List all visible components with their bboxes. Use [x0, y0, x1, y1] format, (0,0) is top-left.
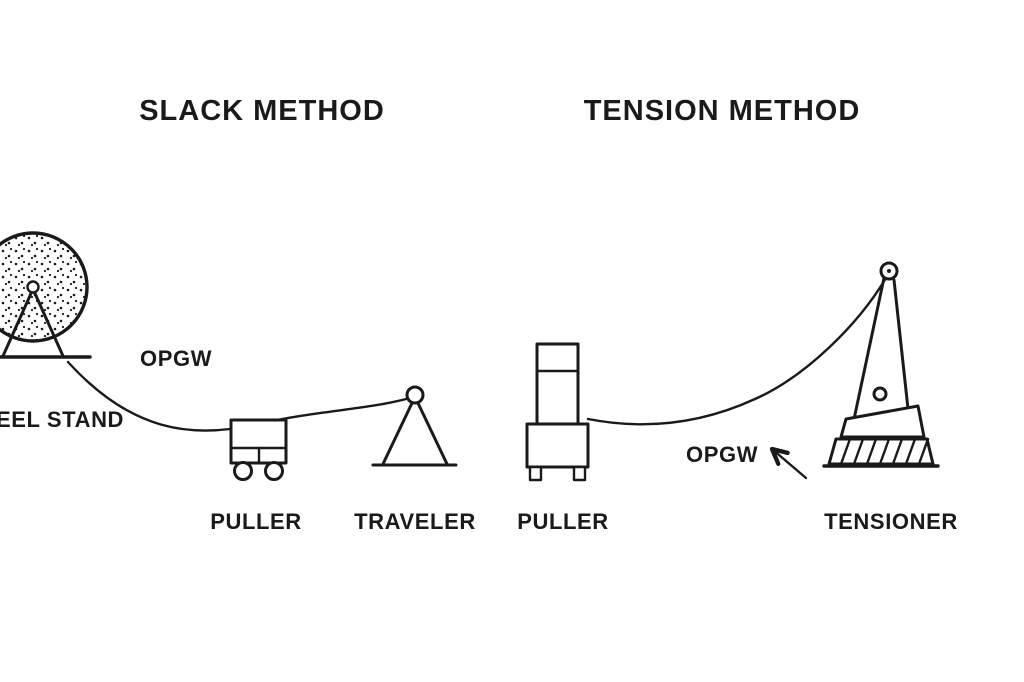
slack-puller-label: PULLER — [210, 509, 302, 534]
puller-foot-right — [572, 465, 587, 482]
reel-stand-figure — [0, 231, 92, 359]
traveler-label: TRAVELER — [354, 509, 476, 534]
reel-stand-label: EEL STAND — [0, 407, 124, 432]
puller-tower — [535, 342, 580, 426]
reel-stand-legs — [1, 287, 65, 358]
puller-wheel-left — [233, 461, 253, 481]
reel-hub — [26, 280, 40, 294]
tension-method-diagram: TENSION METHOD — [517, 95, 958, 534]
tensioner-mid-sheave — [872, 386, 888, 402]
tensioner-body — [839, 404, 926, 439]
traveler-legs — [381, 399, 449, 466]
tension-method-title: TENSION METHOD — [584, 95, 861, 127]
tensioner-label: TENSIONER — [824, 509, 958, 534]
puller-wheel-right — [264, 461, 284, 481]
slack-opgw-label: OPGW — [140, 346, 212, 371]
tension-opgw-cable-line — [586, 276, 888, 426]
slack-puller-figure — [229, 418, 288, 481]
traveler-figure — [371, 385, 458, 467]
traveler-pulley — [405, 385, 425, 405]
opgw-pointer-arrow-icon — [769, 446, 808, 480]
tensioner-top-pulley-hub — [887, 269, 891, 273]
cable-reel-icon — [0, 231, 89, 343]
puller-foot-left — [528, 465, 543, 482]
slack-method-title: SLACK METHOD — [139, 95, 385, 127]
tensioner-track-hatching — [839, 437, 930, 466]
slack-method-diagram: SLACK METHOD — [0, 95, 476, 534]
puller-base — [525, 422, 590, 469]
tensioner-boom — [851, 276, 911, 426]
tension-puller-label: PULLER — [517, 509, 609, 534]
tension-puller-figure — [525, 342, 590, 482]
tensioner-figure — [822, 261, 940, 468]
tension-opgw-label: OPGW — [686, 442, 758, 467]
